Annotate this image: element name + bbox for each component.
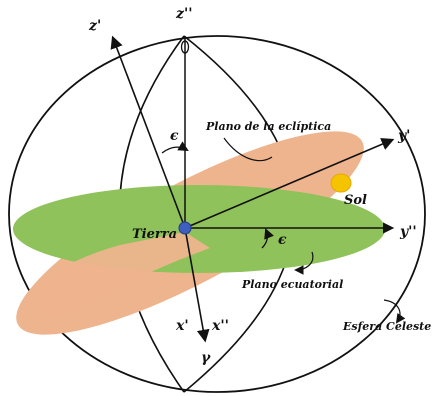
sun-icon	[330, 173, 352, 193]
label-gamma: γ	[201, 350, 211, 366]
x-axis	[184, 227, 210, 343]
ecliptic-pointer	[223, 137, 273, 162]
label-y-prime: y'	[397, 128, 410, 144]
sphere-pointer	[383, 299, 406, 324]
epsilon-arc-bottom	[261, 228, 274, 249]
label-tierra: Tierra	[132, 227, 177, 242]
label-sol: Sol	[344, 193, 367, 208]
label-z-prime: z'	[88, 18, 101, 34]
earth-icon	[178, 221, 192, 235]
label-x-double-prime: x''	[211, 318, 229, 334]
equatorial-pointer	[294, 251, 314, 275]
label-plano-ecliptica: Plano de la eclíptica	[205, 120, 331, 133]
celestial-sphere-outline	[8, 35, 426, 393]
label-epsilon-bottom: ϵ	[278, 232, 287, 248]
epsilon-arc-top	[161, 141, 189, 154]
z-prime-axis	[110, 35, 186, 229]
rotation-icon	[180, 40, 190, 54]
label-y-double-prime: y''	[399, 224, 417, 240]
label-plano-ecuatorial: Plano ecuatorial	[241, 278, 343, 291]
equatorial-plane	[13, 185, 385, 273]
label-x-prime: x'	[175, 318, 189, 334]
label-esfera-celeste: Esfera Celeste	[342, 320, 431, 333]
label-z-double-prime: z''	[175, 6, 193, 22]
ecliptic-plane-lower	[38, 232, 210, 318]
y-prime-axis	[184, 138, 395, 229]
label-epsilon-top: ϵ	[170, 128, 179, 144]
